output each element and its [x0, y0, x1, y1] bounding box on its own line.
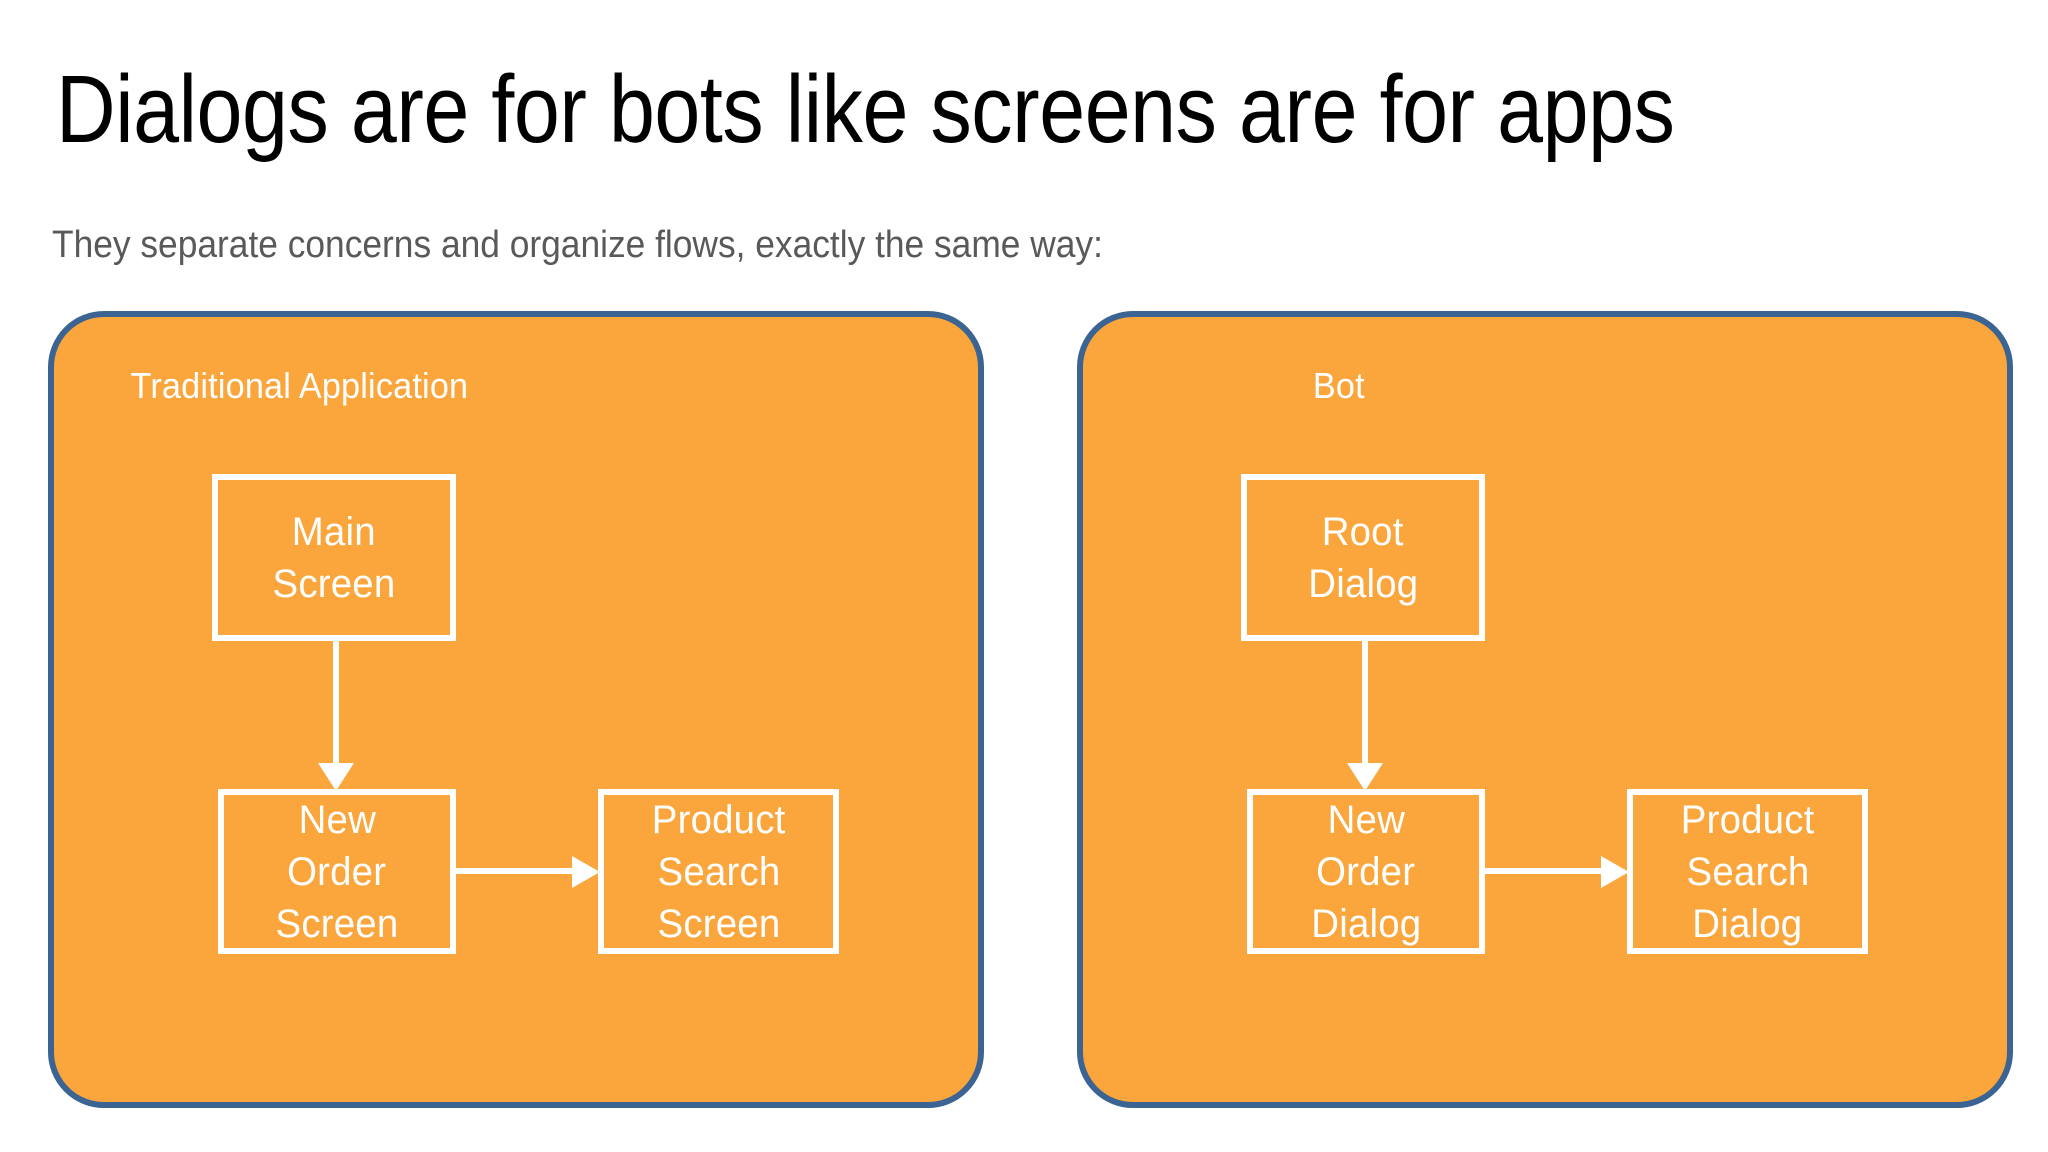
page-subtitle: They separate concerns and organize flow… — [52, 224, 1103, 266]
node-line: Search — [1686, 849, 1809, 894]
connector-new-order-to-product-search-arrowhead-icon — [1601, 856, 1629, 888]
node-line: Main — [292, 509, 376, 554]
node-line: New — [298, 797, 376, 842]
node-new-order-dialog[interactable]: New Order Dialog — [1247, 789, 1485, 954]
panel-traditional-application: Traditional Application Main Screen New … — [48, 311, 984, 1108]
node-product-search-screen[interactable]: Product Search Screen — [598, 789, 839, 954]
node-line: Screen — [657, 901, 780, 946]
panel-label-bot: Bot — [1312, 365, 1365, 406]
node-new-order-screen[interactable]: New Order Screen — [218, 789, 456, 954]
node-line: Dialog — [1692, 901, 1803, 946]
node-product-search-dialog[interactable]: Product Search Dialog — [1627, 789, 1868, 954]
node-line: New — [1327, 797, 1405, 842]
node-line: Screen — [272, 561, 396, 606]
connector-new-order-to-product-search-line — [1485, 868, 1607, 874]
connector-root-to-new-order-line — [1362, 641, 1368, 767]
node-root-dialog[interactable]: Root Dialog — [1241, 474, 1485, 641]
node-line: Product — [1680, 797, 1815, 842]
node-line: Dialog — [1310, 901, 1422, 946]
node-main-screen[interactable]: Main Screen — [212, 474, 456, 641]
node-line: Screen — [275, 901, 399, 946]
node-line: Dialog — [1307, 561, 1419, 606]
node-line: Order — [1316, 849, 1416, 894]
node-line: Root — [1322, 509, 1404, 554]
connector-new-order-to-product-search-line — [456, 868, 578, 874]
node-line: Order — [287, 849, 387, 894]
panel-bot: Bot Root Dialog New Order Dialog Product… — [1077, 311, 2013, 1108]
connector-main-to-new-order-line — [333, 641, 339, 767]
node-line: Search — [657, 849, 780, 894]
connector-new-order-to-product-search-arrowhead-icon — [572, 856, 600, 888]
connector-root-to-new-order-arrowhead-icon — [1347, 763, 1383, 791]
panel-label-traditional-application: Traditional Application — [130, 365, 469, 406]
page-title: Dialogs are for bots like screens are fo… — [56, 56, 1675, 163]
connector-main-to-new-order-arrowhead-icon — [318, 763, 354, 791]
node-line: Product — [651, 797, 786, 842]
